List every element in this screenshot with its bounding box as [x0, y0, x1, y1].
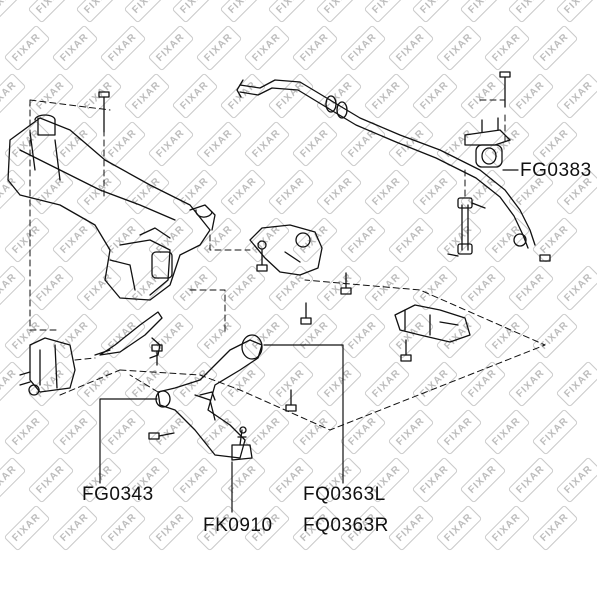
label-fg0383: FG0383 — [520, 160, 592, 181]
right-bracket — [394, 304, 471, 343]
label-fq0363r: FQ0363R — [303, 515, 389, 536]
center-bracket — [249, 224, 323, 276]
stabilizer-bushing — [464, 117, 511, 168]
label-fk0910: FK0910 — [203, 515, 273, 536]
label-fq0363l: FQ0363L — [303, 484, 386, 505]
tension-rod — [94, 311, 163, 359]
bolts — [98, 71, 551, 440]
guide-lines — [29, 99, 546, 431]
front-bracket — [19, 337, 76, 396]
stabilizer-link — [447, 197, 486, 257]
stabilizer-bar — [236, 79, 536, 249]
ball-joint — [231, 426, 253, 461]
lower-control-arm — [155, 334, 263, 459]
subframe — [7, 114, 216, 301]
label-fg0343: FG0343 — [82, 484, 154, 505]
leader-lines — [99, 169, 519, 513]
